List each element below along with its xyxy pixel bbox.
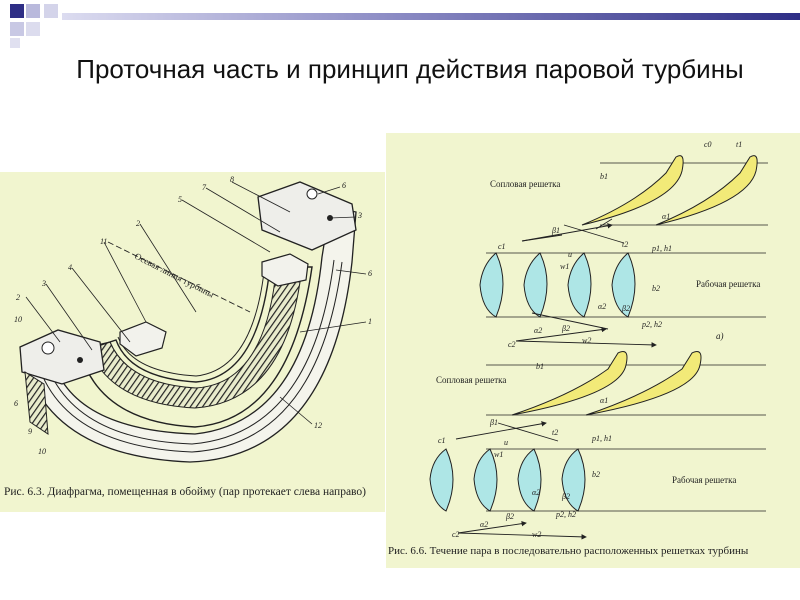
sym-beta2-mid: β2 (621, 304, 630, 313)
part-12: 12 (314, 421, 322, 430)
part-4: 4 (68, 263, 72, 272)
upper-cascade: а) (479, 155, 768, 348)
sym-t2-bottom: t2 (552, 428, 558, 437)
part-3-right: 3 (357, 211, 362, 220)
sym-alpha2-bottom: α2 (480, 520, 488, 529)
sym-p1h1-bottom: p1, h1 (591, 434, 612, 443)
sym-u-top: u (568, 250, 572, 259)
part-8: 8 (230, 175, 234, 184)
sym-b1-bottom: b1 (536, 362, 544, 371)
sym-b2-top: b2 (652, 284, 660, 293)
axis-label: Осевая линия турбины (133, 251, 216, 300)
sym-alpha1-bottom: α1 (600, 396, 608, 405)
sym-w1-bottom: w1 (494, 450, 503, 459)
sym-beta1-top: β1 (551, 226, 560, 235)
cascade-figure: а) Сопловая решетка Рабочая решетка Сопл… (386, 133, 800, 568)
part-3-left: 3 (41, 279, 46, 288)
sym-p2h2-top: p2, h2 (641, 320, 662, 329)
part-10-left: 10 (14, 315, 22, 324)
sym-w1-top: w1 (560, 262, 569, 271)
nozzle-grid-label-top: Сопловая решетка (490, 179, 560, 189)
lower-cascade (429, 351, 766, 540)
sym-t2-top: t2 (622, 240, 628, 249)
part-9: 9 (28, 427, 32, 436)
diaphragm-figure: Осевая линия турбины 8 7 5 2 11 4 3 2 10… (0, 172, 385, 512)
part-10-bottom: 10 (38, 447, 46, 456)
sym-alpha2-top: α2 (534, 326, 542, 335)
sym-c1-top: c1 (498, 242, 506, 251)
part-1: 1 (368, 317, 372, 326)
part-11: 11 (100, 237, 107, 246)
rotor-grid-label-top: Рабочая решетка (696, 279, 760, 289)
part-2-top: 2 (136, 219, 140, 228)
sym-c2-top: c2 (508, 340, 516, 349)
sym-alpha1-top: α1 (662, 212, 670, 221)
title-accent-bar (62, 13, 800, 20)
sym-beta2-top: β2 (561, 324, 570, 333)
sym-alpha2-mid: α2 (598, 302, 606, 311)
sym-p2h2-bottom: p2, h2 (555, 510, 576, 519)
sym-beta2-bottom: β2 (505, 512, 514, 521)
part-5: 5 (178, 195, 182, 204)
slide-title: Проточная часть и принцип действия паров… (76, 54, 744, 84)
variant-a-label: а) (716, 331, 724, 341)
sym-c0: c0 (704, 140, 712, 149)
cascade-diagram: а) Сопловая решетка Рабочая решетка Сопл… (429, 140, 768, 540)
diaphragm-illustration: Осевая линия турбины 8 7 5 2 11 4 3 2 10… (14, 175, 372, 463)
part-2-left: 2 (16, 293, 20, 302)
right-figure-caption: Рис. 6.6. Течение пара в последовательно… (388, 545, 749, 557)
part-6-bottom: 6 (14, 399, 18, 408)
sym-b2-bottom: b2 (592, 470, 600, 479)
sym-b1-top: b1 (600, 172, 608, 181)
sym-alpha2-mid-bottom: α2 (532, 488, 540, 497)
sym-w2-top: w2 (582, 336, 591, 345)
sym-p1h1-top: p1, h1 (651, 244, 672, 253)
sym-c1-bottom: c1 (438, 436, 446, 445)
sym-beta1-bottom: β1 (489, 418, 498, 427)
sym-w2-bottom: w2 (532, 530, 541, 539)
sym-u-bottom: u (504, 438, 508, 447)
sym-t1-top: t1 (736, 140, 742, 149)
part-7: 7 (202, 183, 207, 192)
nozzle-grid-label-bottom: Сопловая решетка (436, 375, 506, 385)
sym-c2-bottom: c2 (452, 530, 460, 539)
part-6-top: 6 (342, 181, 346, 190)
rotor-grid-label-bottom: Рабочая решетка (672, 475, 736, 485)
sym-beta2-mid-bottom: β2 (561, 492, 570, 501)
corner-squares-decoration (8, 2, 68, 50)
part-6-right: 6 (368, 269, 372, 278)
left-figure-caption: Рис. 6.3. Диафрагма, помещенная в обойму… (4, 486, 366, 498)
